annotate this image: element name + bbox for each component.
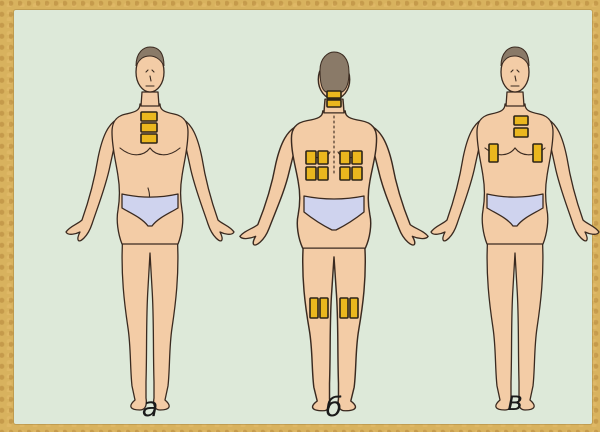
plaster-back-4 [352, 151, 362, 164]
figure-label-b: б [326, 392, 343, 423]
plaster-back-6 [318, 167, 328, 180]
figure-a-front [66, 47, 234, 410]
plaster-chest-upper [514, 116, 528, 125]
plaster-side-right [533, 144, 542, 162]
plaster-calf-1 [310, 298, 318, 318]
plaster-chest-3 [141, 134, 157, 143]
plaster-back-7 [340, 167, 350, 180]
figure-b-back [240, 52, 428, 411]
plaster-neck-2 [327, 100, 341, 107]
plaster-back-8 [352, 167, 362, 180]
figure-label-a: а [142, 392, 159, 423]
figure-label-v: в [507, 386, 523, 417]
plaster-chest-lower [514, 128, 528, 137]
plaster-neck-1 [327, 91, 341, 98]
plaster-calf-2 [320, 298, 328, 318]
plaster-back-2 [318, 151, 328, 164]
plaster-back-5 [306, 167, 316, 180]
plaster-side-left [489, 144, 498, 162]
plaster-chest-2 [141, 123, 157, 132]
plaster-calf-4 [350, 298, 358, 318]
figure-v-front [431, 47, 599, 410]
plaster-calf-3 [340, 298, 348, 318]
plaster-back-1 [306, 151, 316, 164]
plaster-chest-1 [141, 112, 157, 121]
plaster-back-3 [340, 151, 350, 164]
